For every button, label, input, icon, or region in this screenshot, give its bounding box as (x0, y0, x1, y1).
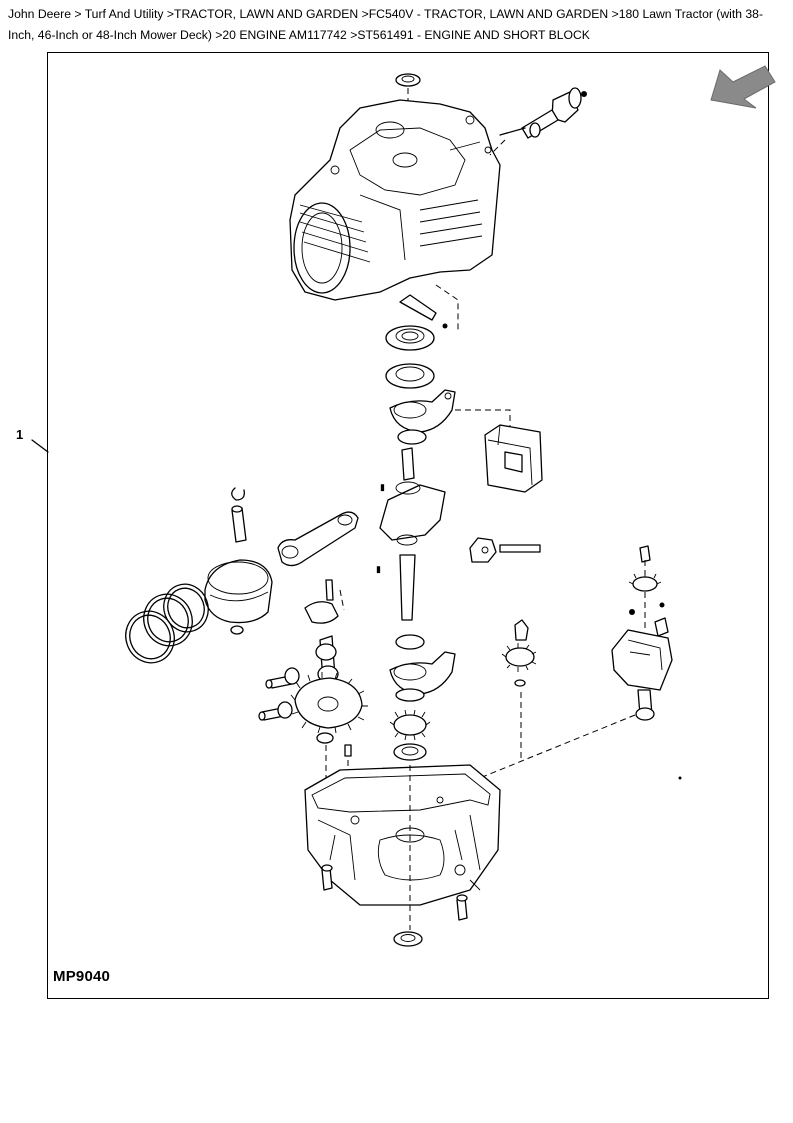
breadcrumb-item-st561491[interactable]: ST561491 - ENGINE AND SHORT BLOCK (357, 28, 590, 42)
breadcrumb-item-turf-and-utility[interactable]: Turf And Utility (84, 7, 164, 21)
callout-label: 1 (16, 427, 24, 442)
alignment-line (469, 714, 636, 783)
callout-leader (31, 439, 49, 453)
push-pin[interactable] (265, 667, 300, 689)
breadcrumb-item-tractor-lawn-garden[interactable]: TRACTOR, LAWN AND GARDEN (174, 7, 359, 21)
breadcrumb-separator: > (608, 7, 619, 21)
diagram-frame (47, 52, 769, 999)
crankshaft-gear[interactable] (389, 709, 431, 741)
breadcrumb-item-engine-am117742[interactable]: 20 ENGINE AM117742 (222, 28, 347, 42)
governor-assembly[interactable] (611, 545, 673, 721)
crankcase-cover[interactable] (304, 764, 501, 906)
retaining-ring-lower[interactable] (230, 625, 244, 635)
breadcrumb-item-180-lawn-tractor[interactable]: 180 Lawn Tractor (with 38-Inch, 46-Inch … (8, 7, 764, 42)
crankshaft[interactable] (379, 447, 446, 621)
alignment-line (489, 139, 506, 156)
balance-weight-upper[interactable] (389, 389, 456, 433)
alignment-line (455, 409, 511, 428)
governor-block[interactable] (484, 424, 543, 493)
piston[interactable] (204, 559, 273, 624)
breadcrumb-separator: > (358, 7, 369, 21)
tappet[interactable] (304, 601, 339, 624)
figure-id: MP9040 (53, 968, 111, 985)
breadcrumb-separator: > (211, 28, 223, 42)
shim[interactable] (395, 688, 425, 702)
governor-gear[interactable] (501, 619, 537, 687)
breadcrumb-separator: > (346, 28, 358, 42)
governor-shaft-upper[interactable] (499, 87, 587, 139)
piston-rings[interactable] (119, 578, 215, 670)
connecting-rod[interactable] (277, 511, 359, 567)
camshaft-washer[interactable] (316, 732, 334, 744)
oil-seal[interactable] (385, 363, 435, 389)
breadcrumb-item-john-deere[interactable]: John Deere (8, 7, 72, 21)
dowel-pin[interactable] (344, 744, 352, 757)
breadcrumb-separator: > (163, 7, 174, 21)
stray-mark (678, 776, 682, 780)
pin-dot (442, 323, 448, 329)
alignment-line (339, 589, 345, 611)
key-marker: ▮ (380, 482, 385, 492)
tappet-bolt[interactable] (325, 579, 334, 601)
back-arrow-icon[interactable] (710, 65, 776, 109)
main-bearing[interactable] (385, 325, 435, 351)
push-pin[interactable] (258, 701, 293, 721)
retaining-ring[interactable] (231, 487, 245, 501)
breadcrumb: John Deere > Turf And Utility >TRACTOR, … (8, 4, 788, 46)
oil-seal-bottom[interactable] (393, 931, 423, 947)
washer-upper[interactable] (397, 429, 427, 445)
cover-bolt[interactable] (456, 894, 468, 921)
balance-weight-lower[interactable] (389, 651, 456, 695)
key-marker: ▮ (376, 564, 381, 574)
rod-cap[interactable] (469, 537, 541, 563)
cover-bolt[interactable] (321, 864, 333, 891)
cylinder-block[interactable] (289, 99, 501, 301)
camshaft[interactable] (290, 635, 368, 734)
piston-pin[interactable] (231, 505, 247, 543)
washer-lower[interactable] (395, 634, 425, 650)
oil-seal-top[interactable] (395, 73, 421, 87)
breadcrumb-item-fc540v[interactable]: FC540V - TRACTOR, LAWN AND GARDEN (368, 7, 609, 21)
breadcrumb-separator: > (71, 7, 85, 21)
thrust-washer[interactable] (393, 743, 427, 761)
breather-pin[interactable] (399, 294, 437, 321)
